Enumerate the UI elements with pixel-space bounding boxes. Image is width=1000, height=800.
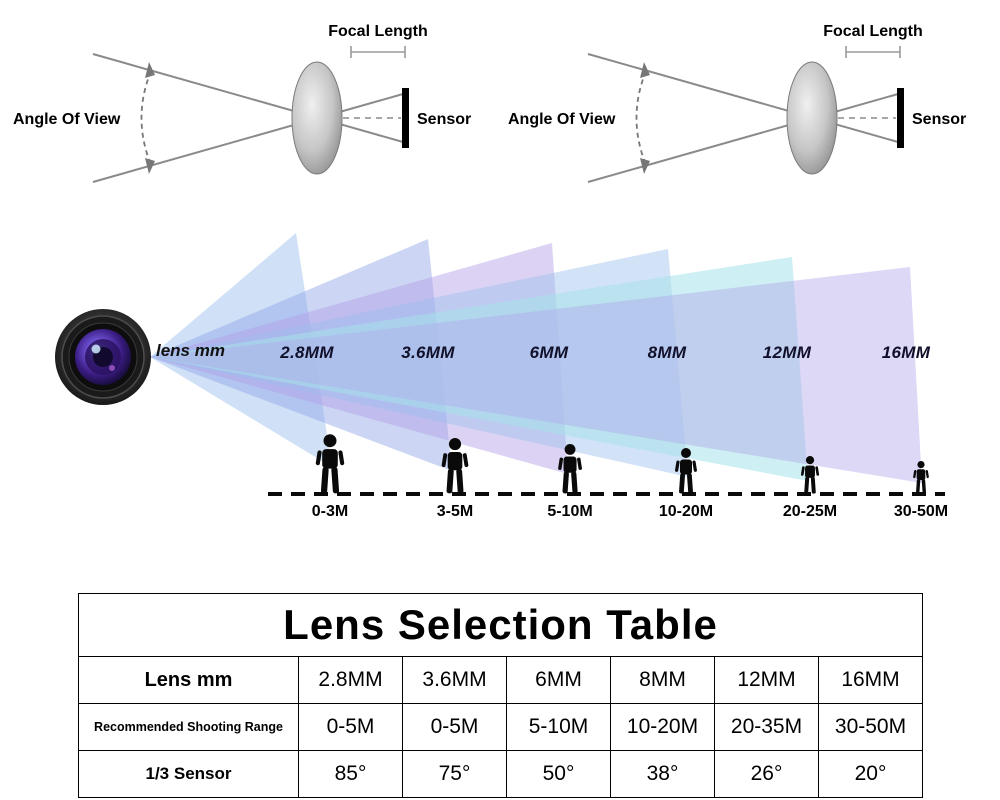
arrow-up-icon <box>145 62 155 78</box>
sensor-bar <box>402 88 409 148</box>
table-cell: 38° <box>610 750 715 798</box>
angle-arc <box>635 70 647 166</box>
table-title-row: Lens Selection Table <box>77 593 924 657</box>
angle-of-view-label: Angle Of View <box>13 111 121 128</box>
range-label-5-10m: 5-10M <box>547 503 593 520</box>
optics-diagrams-row: Focal Length Angle Of View Sensor Focal … <box>0 8 1000 208</box>
table-cell: 20-35M <box>714 703 819 751</box>
arrow-down-icon <box>145 158 155 174</box>
range-label-30-50m: 30-50M <box>893 503 949 520</box>
beam-16mm <box>150 267 922 483</box>
range-label-20-25m: 20-25M <box>782 503 838 520</box>
beam-fan-diagram: lens mm 2.8MM 3.6MM 6MM 8MM 12MM 16MM 0-… <box>0 225 1000 545</box>
angle-of-view-label: Angle Of View <box>508 111 616 128</box>
table-row: 1/3 Sensor 85° 75° 50° 38° 26° 20° <box>78 750 924 798</box>
arrow-up-icon <box>640 62 650 78</box>
focal-length-label: Focal Length <box>823 23 923 40</box>
beam-label-6mm: 6MM <box>529 343 569 362</box>
light-ray <box>587 53 899 143</box>
table-cell: 0-5M <box>402 703 507 751</box>
lens-icon <box>291 61 343 175</box>
table-cell: 12MM <box>714 656 819 704</box>
focal-length-label: Focal Length <box>328 23 428 40</box>
lens-icon <box>786 61 838 175</box>
lens-mm-label: lens mm <box>156 341 225 360</box>
table-cell: 8MM <box>610 656 715 704</box>
table-title: Lens Selection Table <box>77 593 924 657</box>
lens-selection-table: Lens Selection Table Lens mm 2.8MM 3.6MM… <box>77 593 924 798</box>
table-cell: 10-20M <box>610 703 715 751</box>
range-label-10-20m: 10-20M <box>658 503 714 520</box>
optics-diagram-right: Focal Length Angle Of View Sensor <box>508 23 966 183</box>
range-label-0-3m: 0-3M <box>311 503 349 520</box>
table-cell: 26° <box>714 750 819 798</box>
table-cell: 16MM <box>817 656 924 704</box>
light-ray <box>92 93 404 183</box>
beam-label-2.8mm: 2.8MM <box>280 343 334 362</box>
beam-label-3.6mm: 3.6MM <box>401 343 455 362</box>
sensor-bar <box>897 88 904 148</box>
beam-label-16mm: 16MM <box>881 343 931 362</box>
beam-label-8mm: 8MM <box>647 343 687 362</box>
table-cell: 0-5M <box>298 703 403 751</box>
table-cell: 20° <box>817 750 924 798</box>
optics-diagram-left: Focal Length Angle Of View Sensor <box>13 23 471 183</box>
table-row: Lens mm 2.8MM 3.6MM 6MM 8MM 12MM 16MM <box>78 656 924 704</box>
range-label-3-5m: 3-5M <box>436 503 474 520</box>
camera-lens-icon <box>55 309 151 405</box>
sensor-label: Sensor <box>417 111 471 128</box>
beam-fan-svg <box>55 233 945 496</box>
beam-12mm <box>150 257 808 481</box>
beam-label-12mm: 12MM <box>762 343 812 362</box>
table-cell: 85° <box>298 750 403 798</box>
table-cell: 2.8MM <box>298 656 403 704</box>
table-cell: 30-50M <box>817 703 924 751</box>
row-header-cell: Recommended Shooting Range <box>78 703 299 751</box>
arrow-down-icon <box>640 158 650 174</box>
light-ray <box>587 93 899 183</box>
table-cell: 6MM <box>506 656 611 704</box>
angle-arc <box>140 70 152 166</box>
sensor-label: Sensor <box>912 111 966 128</box>
table-row: Recommended Shooting Range 0-5M 0-5M 5-1… <box>78 703 924 751</box>
light-ray <box>92 53 404 143</box>
table-cell: 5-10M <box>506 703 611 751</box>
row-header-cell: 1/3 Sensor <box>78 750 299 798</box>
row-header-cell: Lens mm <box>78 656 299 704</box>
table-cell: 3.6MM <box>402 656 507 704</box>
table-cell: 75° <box>402 750 507 798</box>
table-cell: 50° <box>506 750 611 798</box>
